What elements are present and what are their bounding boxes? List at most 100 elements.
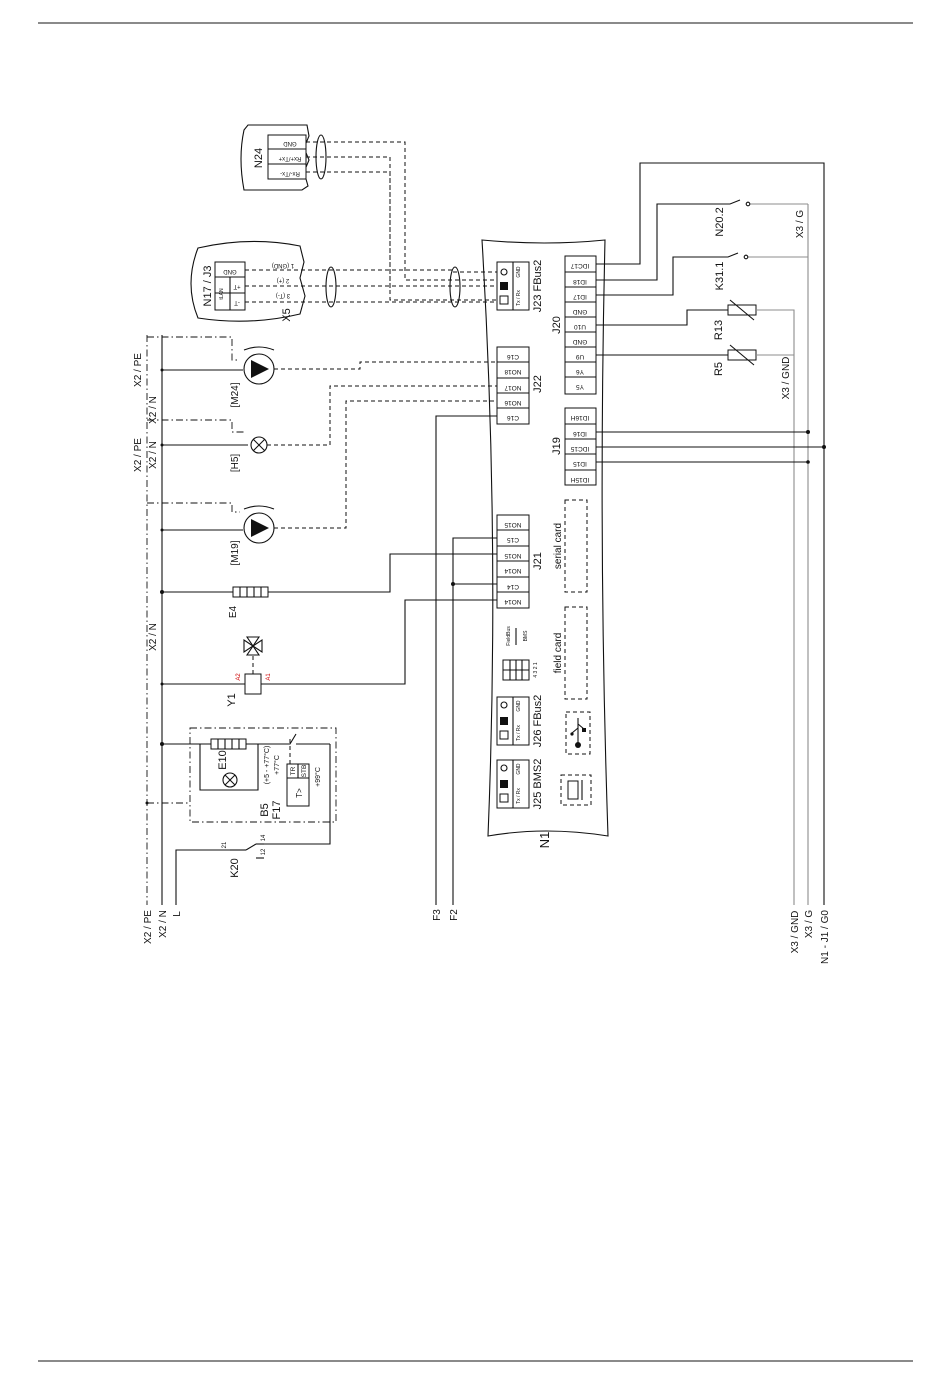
usb-icon <box>570 718 586 748</box>
n20-2-label: N20.2 <box>714 207 726 236</box>
bottom-label-n1j1g0: N1 - J1 / G0 <box>820 910 831 964</box>
x5-pin-1: 1 (GND) <box>272 262 294 268</box>
fan-icon <box>243 636 263 674</box>
serial-card-label: serial card <box>553 523 564 569</box>
y1-a2: A2 <box>236 673 242 681</box>
j26-gnd: GND <box>516 700 522 712</box>
n24-pin-gnd: GND <box>283 140 297 146</box>
m19-label: [M19] <box>230 540 241 565</box>
j19-pin-id15h: ID15H <box>570 476 589 483</box>
n17-tlan: tLAN <box>219 288 225 300</box>
j25-txrx: Tx / Rx <box>516 788 522 804</box>
tr-label: TR <box>290 766 297 775</box>
y1-a1: A1 <box>266 673 272 681</box>
heater-e4: E4 <box>228 586 269 618</box>
k20-pin-14: 14 <box>261 834 267 841</box>
j21-pin-no15a: NO15 <box>504 521 521 528</box>
k20-label: K20 <box>229 858 241 878</box>
r13-label: R13 <box>713 320 725 340</box>
bottom-label-f3: F3 <box>432 909 443 921</box>
bus-wiring <box>245 134 497 308</box>
j26-txrx: Tx / Rx <box>516 725 522 741</box>
j26-label: J26 FBus2 <box>532 695 544 748</box>
j22-pin-no18: NO18 <box>504 368 521 375</box>
bottom-label-x3g: X3 / G <box>804 910 815 939</box>
j19-pin-id15: ID15 <box>573 460 587 467</box>
j21-pin-no14b: NO14 <box>504 598 521 605</box>
j22-pin-no17: NO17 <box>504 384 521 391</box>
n24-module: N24 GND Rx+/Tx+ Rx-/Tx- <box>240 124 310 191</box>
bms-label: BMS <box>523 630 529 642</box>
k31-1-label: K31.1 <box>714 262 726 291</box>
n17-pin-gnd: GND <box>223 268 237 274</box>
j19-label: J19 <box>551 437 563 455</box>
b5-setpoint: +77°C <box>273 755 281 775</box>
bottom-label-f2: F2 <box>449 909 460 921</box>
j19-pin-idc15: IDC15 <box>570 445 589 452</box>
bottom-label-l: L <box>172 911 183 917</box>
j22-label: J22 <box>532 375 544 393</box>
k20-pin-12: 12 <box>261 848 267 855</box>
j21-pin-no15b: NO15 <box>504 552 521 559</box>
j22-pin-c16a: C16 <box>507 353 519 360</box>
x5-pin-3: 3 (T-) <box>276 292 290 298</box>
right-wiring <box>596 162 826 905</box>
x3-gnd-mid-label: X3 / GND <box>781 357 792 400</box>
j20-pins: IDC17 ID18 ID17 GND U10 GND U9 Y6 Y5 <box>570 262 589 390</box>
j22-pin-c16b: C16 <box>507 414 519 421</box>
dip-numbers: 4 3 2 1 <box>533 662 539 678</box>
relay-k20: K20 21 14 12 <box>222 834 267 878</box>
j23-txrx: Tx / Rx <box>516 290 522 306</box>
n24-pin-rxtx-plus: Rx+/Tx+ <box>278 155 301 161</box>
m24-label: [M24] <box>230 382 241 407</box>
x5-label: X5 <box>281 308 293 321</box>
x3-g-top-label: X3 / G <box>795 210 806 239</box>
n17-pin-plus: +T <box>233 283 241 289</box>
j21-label: J21 <box>532 552 544 570</box>
fieldbus-label: FieldBus <box>506 626 512 646</box>
top-rule <box>38 22 913 24</box>
n17-pin-minus: -T <box>234 299 240 305</box>
pump-m24: [M24] <box>230 346 275 408</box>
bottom-label-x2pe: X2 / PE <box>143 910 154 944</box>
j22-pin-no16: NO16 <box>504 399 521 406</box>
j25-gnd: GND <box>516 763 522 775</box>
t-symbol: T> <box>295 788 304 798</box>
pump-m19: [M19] <box>230 505 275 566</box>
rail-label-x2n-b: X2 / N <box>148 441 159 469</box>
n24-label: N24 <box>253 148 265 168</box>
j21-pin-no14a: NO14 <box>504 567 521 574</box>
j20-pin-u9: U9 <box>575 353 584 360</box>
f17-label: F17 <box>271 801 283 820</box>
rail-label-x2n-c: X2 / N <box>148 623 159 651</box>
power-rails <box>145 335 248 905</box>
field-card-label: field card <box>553 633 564 674</box>
n1-label: N1 <box>537 832 552 849</box>
j20-label: J20 <box>551 316 563 334</box>
e10-label: E10 <box>217 750 229 770</box>
j20-pin-gnd2: GND <box>572 338 587 345</box>
j19-pin-id16h: ID16H <box>570 414 589 421</box>
bottom-rule <box>38 1360 913 1362</box>
j20-pin-u10: U10 <box>574 323 586 330</box>
j21-pin-c14: C14 <box>507 583 519 590</box>
j23-gnd: GND <box>516 266 522 278</box>
k20-pin-21: 21 <box>222 841 228 848</box>
j23-label: J23 FBus2 <box>532 260 544 313</box>
j20-pin-idc17: IDC17 <box>570 262 589 269</box>
e4-label: E4 <box>228 605 239 618</box>
n17-label: N17 / J3 <box>202 266 214 307</box>
j19-pin-id16: ID16 <box>573 430 587 437</box>
valve-y1: Y1 A2 A1 <box>226 636 272 707</box>
j20-pin-id18: ID18 <box>573 278 587 285</box>
x5-pin-2: 2 (+) <box>277 277 290 283</box>
bottom-label-x2n: X2 / N <box>158 910 169 938</box>
heater-group-e10: TR STB T> E10 B5 F17 (+5 - +77°C) +77°C … <box>189 727 337 845</box>
b5-label: B5 <box>259 803 271 816</box>
rail-label-x2pe-a: X2 / PE <box>133 353 144 387</box>
j25-label: J25 BMS2 <box>532 759 544 810</box>
j20-pin-y5: Y5 <box>576 383 584 390</box>
n1-board: N1 Tx / Rx GND J23 FBus2 J20 IDC17 ID18 … <box>481 239 609 849</box>
r5-label: R5 <box>713 362 725 376</box>
